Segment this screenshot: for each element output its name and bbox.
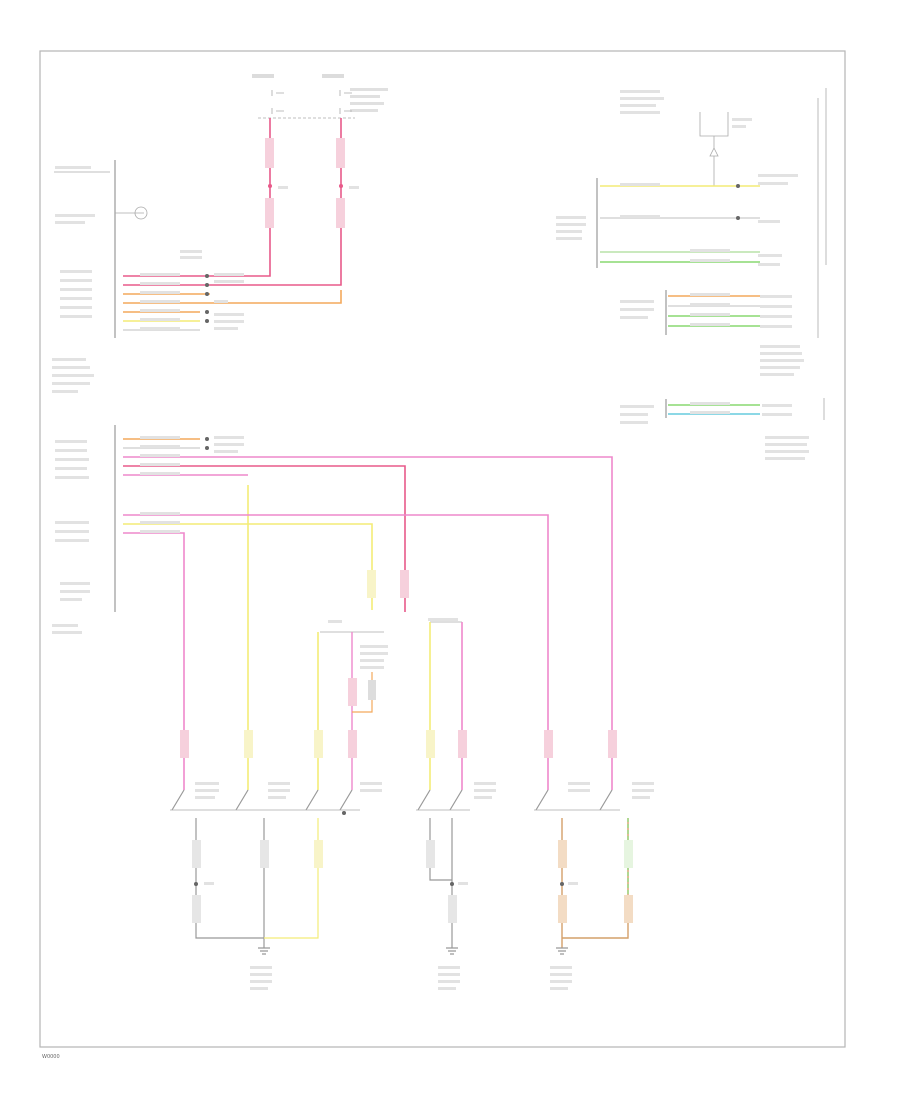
footer-code: W0000: [42, 1054, 60, 1060]
module-b-left: [52, 425, 116, 634]
module-right-middle: [620, 290, 804, 376]
module-a-left: [52, 160, 148, 393]
module-right-bottom: [620, 398, 825, 460]
wires-top-right: [600, 183, 760, 415]
diagram-frame: [39, 50, 846, 1048]
fuse-block-top: [252, 74, 388, 119]
ground-section: [192, 818, 633, 990]
wires-lower: [123, 436, 617, 790]
module-right-top: [556, 88, 827, 338]
switch-row: [170, 782, 654, 815]
wires-top-left: [123, 118, 359, 331]
